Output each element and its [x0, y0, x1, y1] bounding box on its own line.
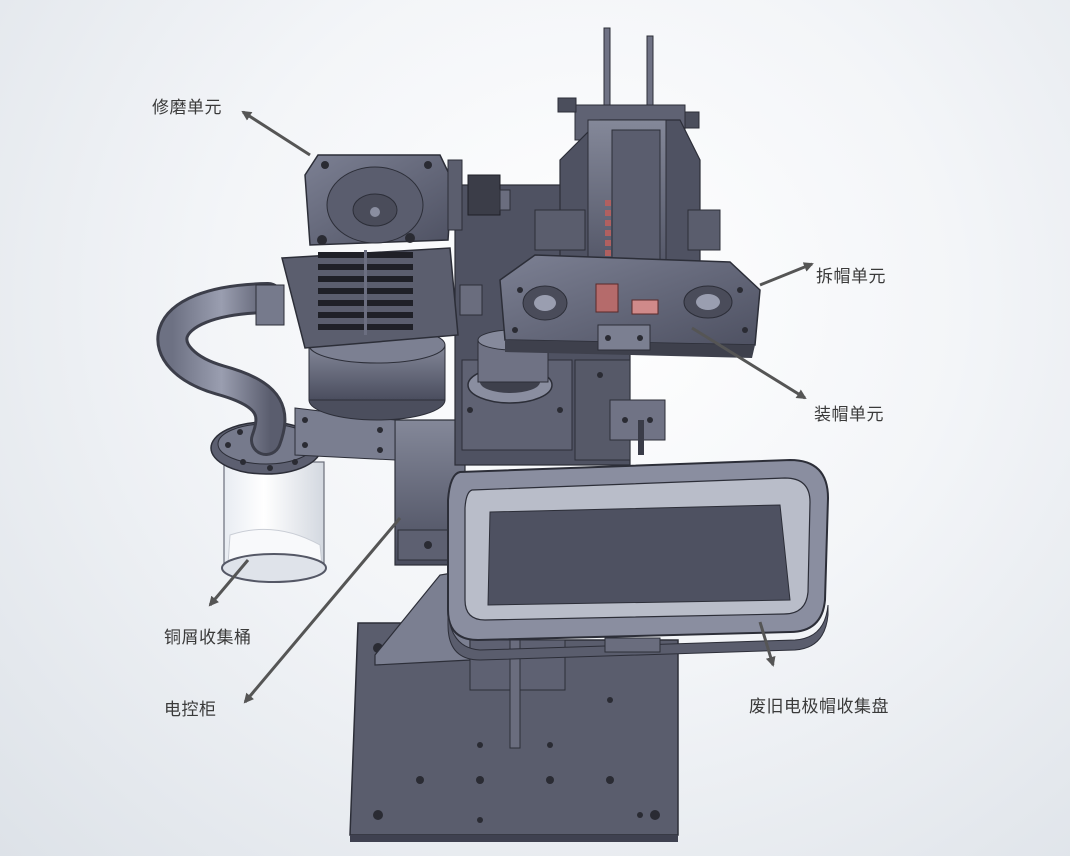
arrow-control-cabinet: [243, 517, 402, 704]
pneumatic-valves: [447, 159, 511, 316]
label-grinding-unit: 修磨单元: [152, 98, 222, 118]
label-cap-removal-unit: 拆帽单元: [816, 267, 886, 287]
waste-cap-tray: [447, 458, 830, 661]
arrow-grinding-unit: [241, 110, 311, 157]
arrow-cap-install-unit: [691, 326, 807, 400]
label-control-cabinet: 电控柜: [164, 700, 217, 720]
leader-lines: [208, 110, 814, 704]
cap-install-unit: [499, 254, 761, 358]
cap-removal-unit: [534, 27, 721, 296]
label-copper-chip-bucket: 铜屑收集桶: [164, 628, 252, 648]
chip-bucket: [210, 421, 327, 583]
grinding-unit: [255, 154, 459, 421]
arrow-cap-removal-unit: [759, 262, 814, 287]
label-waste-cap-tray: 废旧电极帽收集盘: [749, 697, 889, 717]
arrow-copper-chip-bucket: [208, 559, 250, 607]
label-cap-install-unit: 装帽单元: [814, 405, 884, 425]
clamp-ring: [467, 329, 553, 404]
arrow-waste-cap-tray: [758, 621, 776, 667]
